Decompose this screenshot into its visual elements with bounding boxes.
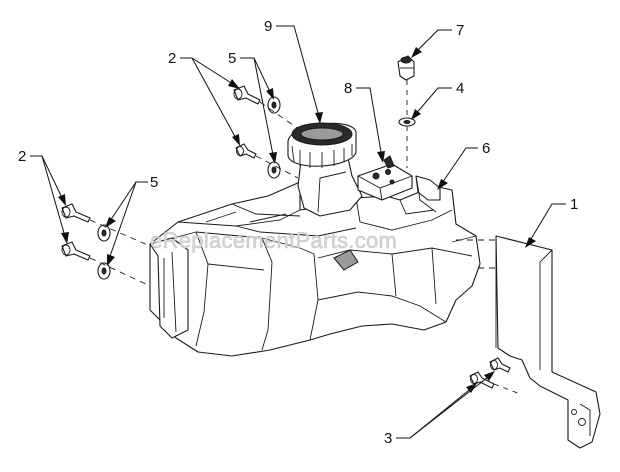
callout-4: 4 [456, 80, 464, 97]
bolt-upper-a [233, 85, 261, 105]
callout-6: 6 [482, 140, 490, 157]
callout-9: 9 [264, 18, 272, 35]
fuel-tank-bracket [495, 235, 601, 449]
callout-7: 7 [456, 22, 464, 39]
fuel-gauge-sender [357, 155, 413, 201]
fuel-cap [287, 122, 357, 168]
bolt-upper-b [235, 143, 257, 159]
vent-fitting [397, 55, 415, 81]
callout-2-left: 2 [18, 148, 26, 165]
bolt-lower-b [489, 357, 511, 373]
callout-5-left: 5 [150, 174, 158, 191]
leader-lines [30, 25, 566, 439]
watermark: eReplacementParts.com [150, 228, 397, 253]
callout-5-upper: 5 [228, 50, 236, 67]
bolt-lower-a [469, 371, 495, 389]
callout-2-upper: 2 [168, 50, 176, 67]
assembly-lines [89, 80, 521, 395]
tank-strap [415, 175, 441, 213]
washer-upper-b [267, 161, 281, 179]
callout-1: 1 [570, 196, 578, 213]
washer-left-b [97, 262, 111, 280]
bolt-left-a [61, 203, 91, 223]
callout-8: 8 [344, 80, 352, 97]
fuel-tank [149, 181, 481, 357]
washer-upper-a [267, 96, 281, 114]
grommet [398, 117, 416, 127]
callout-3: 3 [384, 430, 392, 447]
callout-labels: 9 7 8 4 6 1 2 5 2 5 3 [18, 18, 578, 447]
washer-left-a [97, 224, 111, 242]
bolt-left-b [61, 241, 91, 261]
